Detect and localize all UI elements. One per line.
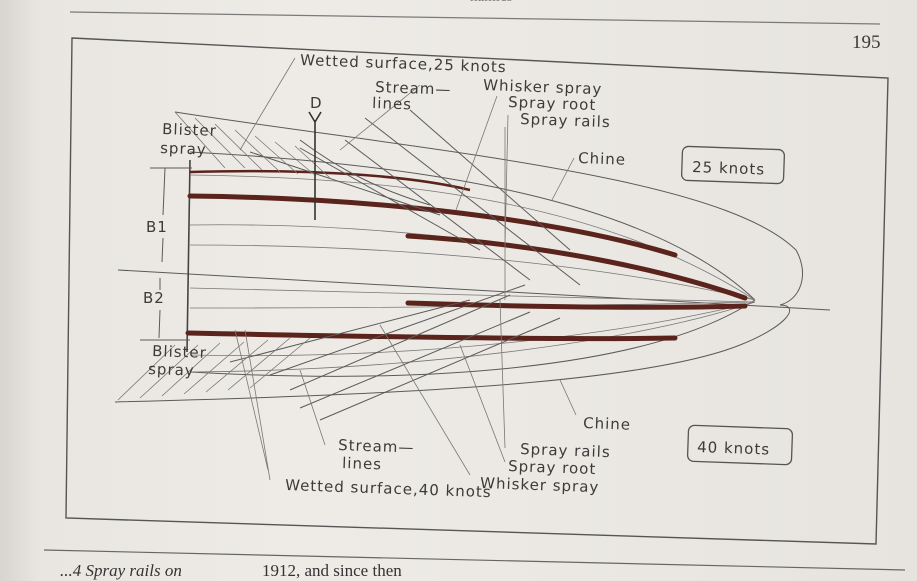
label-b2: B2: [143, 289, 165, 307]
label-whisker-spray-bottom: Whisker spray: [480, 474, 600, 496]
label-stream-lines-top-2: lines: [372, 94, 412, 113]
wetted-25-curve: [299, 139, 431, 206]
label-blister-bottom-1: Blister: [152, 342, 207, 362]
spray-rail-top-outer: [187, 193, 678, 258]
bottom-diagonal-3: [299, 311, 531, 409]
top-diagonal-2: [409, 109, 571, 251]
running-head: namics: [470, 0, 513, 6]
label-blister-bottom-2: spray: [148, 360, 195, 380]
label-spray-root-top: Spray root: [508, 93, 597, 114]
figure-caption-fragment: ...4 Spray rails on: [60, 561, 182, 580]
top-diagonal-5: [249, 151, 441, 216]
d-marker: [308, 111, 322, 220]
figure-frame: [65, 37, 889, 545]
label-stream-lines-bottom-1: Stream—: [338, 436, 415, 457]
hull-outline-inner-bottom: [189, 299, 756, 377]
label-speed-40: 40 knots: [697, 438, 771, 459]
hull-line-6: [189, 301, 756, 357]
label-spray-rails-bottom: Spray rails: [520, 440, 611, 461]
bottom-diagonal-4: [319, 317, 561, 421]
label-blister-top-1: Blister: [162, 120, 217, 140]
page-number: 195: [852, 32, 881, 53]
label-wetted-surface-40: Wetted surface,40 knots: [285, 476, 492, 501]
bottom-diagonal-1: [269, 284, 526, 376]
hull-outline-inner-top: [189, 151, 756, 301]
b2-dim-line: [158, 278, 161, 339]
b1-dim-line: [161, 167, 166, 263]
label-chine-bottom: Chine: [583, 414, 631, 434]
bottom-rule: [43, 549, 906, 571]
top-diagonal-4: [299, 147, 481, 251]
label-blister-top-2: spray: [160, 139, 207, 159]
hull-line-1: [189, 174, 756, 301]
label-d: D: [310, 94, 323, 112]
label-stream-lines-bottom-2: lines: [342, 454, 382, 473]
leaders: [234, 57, 577, 481]
centerline: [117, 269, 831, 311]
body-text-fragment: 1912, and since then: [262, 561, 402, 580]
spray-rail-top-thin: [189, 169, 471, 192]
label-whisker-spray-top: Whisker spray: [483, 76, 603, 98]
spray-rail-bottom-outer: [185, 330, 678, 342]
label-chine-top: Chine: [578, 149, 626, 169]
top-diagonal-3: [344, 139, 531, 281]
label-wetted-surface-25: Wetted surface,25 knots: [300, 51, 507, 76]
label-stream-lines-top-1: Stream—: [375, 78, 452, 99]
chine-outline-bottom: [114, 304, 791, 403]
spray-rail-bottom-inner: [405, 300, 748, 310]
label-spray-root-bottom: Spray root: [508, 457, 597, 478]
top-rule: [69, 11, 881, 25]
blister-hatch-top: [174, 111, 331, 179]
label-speed-25: 25 knots: [692, 158, 766, 179]
hull-line-3: [189, 244, 756, 301]
speed-25-box: [680, 145, 786, 185]
label-b1: B1: [146, 218, 168, 236]
spray-rail-top-inner: [405, 233, 748, 301]
label-spray-rails-top: Spray rails: [520, 110, 611, 131]
transom: [186, 159, 191, 353]
blister-hatch-bottom: [117, 337, 311, 401]
bottom-diagonal-5: [229, 299, 471, 363]
top-diagonal-1: [364, 117, 581, 286]
hull-line-7: [189, 301, 756, 373]
chine-outline-top: [174, 111, 804, 306]
speed-40-box: [686, 424, 794, 466]
bottom-diagonal-2: [289, 294, 511, 391]
